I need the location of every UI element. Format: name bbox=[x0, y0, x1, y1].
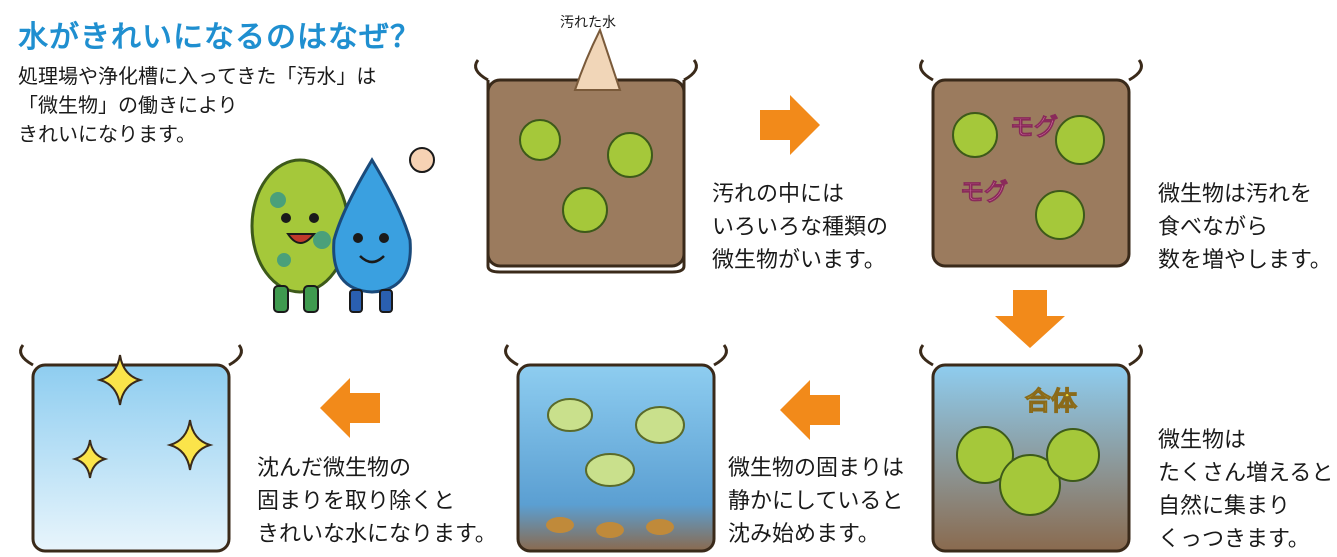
caption-step-1-line-3: 微生物がいます。 bbox=[712, 248, 886, 273]
caption-step-5-line-3: きれいな水になります。 bbox=[257, 522, 497, 547]
sparkle-icon bbox=[166, 419, 214, 471]
caption-step-3: 微生物は たくさん増えると 自然に集まり くっつきます。 bbox=[1158, 424, 1333, 556]
intro-line-1: 処理場や浄化槽に入ってきた「汚水」は bbox=[18, 64, 377, 88]
caption-step-5-line-1: 沈んだ微生物の bbox=[257, 456, 412, 481]
burst-label: 合体 bbox=[1025, 386, 1078, 417]
caption-step-1-line-2: いろいろな種類の bbox=[712, 215, 889, 240]
tank-step-2: モグ モグ bbox=[919, 59, 1143, 268]
tank-step-3: 合体 bbox=[919, 344, 1143, 553]
arrow-left-2 bbox=[320, 378, 380, 438]
caption-step-2-line-2: 食べながら bbox=[1158, 215, 1269, 240]
caption-step-2-line-1: 微生物は汚れを bbox=[1158, 182, 1313, 207]
intro-line-2: 「微生物」の働きにより bbox=[18, 93, 238, 117]
caption-step-3-line-2: たくさん増えると bbox=[1158, 461, 1334, 486]
intro-text: 処理場や浄化槽に入ってきた「汚水」は 「微生物」の働きにより きれいになります。 bbox=[18, 62, 376, 149]
caption-step-1: 汚れの中には いろいろな種類の 微生物がいます。 bbox=[712, 178, 888, 277]
caption-step-1-line-1: 汚れの中には bbox=[712, 182, 845, 207]
caption-step-4-line-2: 静かにしていると bbox=[728, 489, 904, 514]
caption-step-4-line-3: 沈み始めます。 bbox=[728, 522, 880, 547]
sound-effect-2: モグ bbox=[960, 178, 1008, 206]
sparkle-icon bbox=[96, 354, 144, 406]
tank-step-4 bbox=[504, 344, 728, 553]
dirty-water-label: 汚れた水 bbox=[560, 15, 616, 31]
arrow-right-1 bbox=[760, 95, 820, 155]
mascot-illustration bbox=[250, 147, 435, 313]
caption-step-5-line-2: 固まりを取り除くと bbox=[257, 489, 456, 514]
page-title: 水がきれいになるのはなぜ？ bbox=[18, 20, 421, 55]
caption-step-4: 微生物の固まりは 静かにしていると 沈み始めます。 bbox=[728, 452, 904, 551]
caption-step-3-line-4: くっつきます。 bbox=[1158, 527, 1310, 552]
arrow-left-1 bbox=[780, 380, 840, 440]
tank-step-5 bbox=[19, 344, 243, 553]
sound-effect-1: モグ bbox=[1010, 113, 1058, 141]
caption-step-2: 微生物は汚れを 食べながら 数を増やします。 bbox=[1158, 178, 1332, 277]
caption-step-3-line-3: 自然に集まり bbox=[1158, 494, 1291, 519]
tank-step-1 bbox=[474, 27, 698, 274]
caption-step-4-line-1: 微生物の固まりは bbox=[728, 456, 905, 481]
water-drop-mascot bbox=[332, 147, 435, 313]
arrow-down bbox=[995, 290, 1065, 348]
caption-step-3-line-1: 微生物は bbox=[1158, 428, 1247, 453]
caption-step-5: 沈んだ微生物の 固まりを取り除くと きれいな水になります。 bbox=[257, 452, 497, 551]
intro-line-3: きれいになります。 bbox=[18, 122, 196, 146]
sparkle-icon bbox=[71, 439, 109, 479]
caption-step-2-line-3: 数を増やします。 bbox=[1158, 248, 1332, 273]
